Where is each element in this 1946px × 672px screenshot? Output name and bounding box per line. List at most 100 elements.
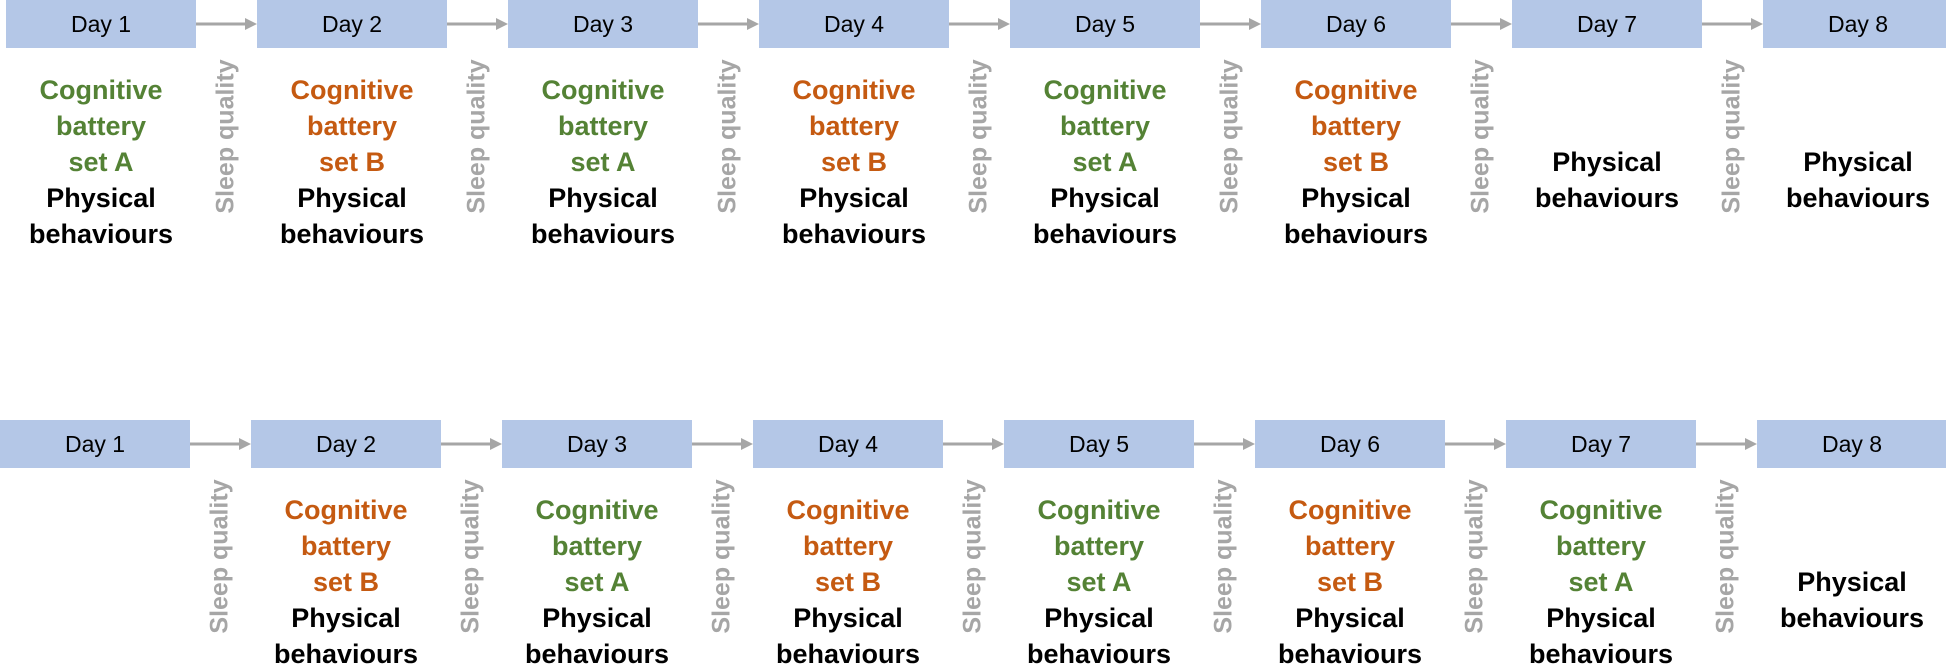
sleep-quality-label: Sleep quality (1216, 58, 1244, 214)
sleep-quality-label: Sleep quality (708, 478, 736, 634)
sleep-quality-label: Sleep quality (1461, 478, 1489, 634)
day-label: Day 5 (1074, 10, 1136, 37)
day-label: Day 2 (315, 430, 377, 457)
day-label: Day 4 (823, 10, 885, 37)
day-label: Day 3 (572, 10, 634, 37)
arrow-right-icon (196, 18, 257, 30)
arrow-right-icon (692, 438, 753, 450)
day-label: Day 7 (1570, 430, 1632, 457)
day-label: Day 7 (1576, 10, 1638, 37)
day-label: Day 1 (64, 430, 126, 457)
day-label: Day 8 (1827, 10, 1889, 37)
sleep-quality-label: Sleep quality (959, 478, 987, 634)
day-label: Day 4 (817, 430, 879, 457)
day-box: Day 6 (1261, 0, 1451, 48)
sleep-quality-label: Sleep quality (457, 478, 485, 634)
sleep-quality-label: Sleep quality (1718, 58, 1746, 214)
arrow-right-icon (190, 438, 251, 450)
arrow-right-icon (441, 438, 502, 450)
day-box: Day 1 (0, 420, 190, 468)
day-label: Day 6 (1319, 430, 1381, 457)
day-box: Day 7 (1506, 420, 1696, 468)
day-label: Day 3 (566, 430, 628, 457)
day-box: Day 6 (1255, 420, 1445, 468)
day-label: Day 8 (1821, 430, 1883, 457)
arrow-right-icon (1445, 438, 1506, 450)
arrow-right-icon (1702, 18, 1763, 30)
arrow-right-icon (1696, 438, 1757, 450)
day-box: Day 7 (1512, 0, 1702, 48)
day-label: Day 6 (1325, 10, 1387, 37)
day-box: Day 8 (1763, 0, 1946, 48)
day-box: Day 5 (1010, 0, 1200, 48)
day-label: Day 2 (321, 10, 383, 37)
day-box: Day 3 (508, 0, 698, 48)
day-box: Day 2 (257, 0, 447, 48)
sleep-quality-label: Sleep quality (965, 58, 993, 214)
sleep-quality-label: Sleep quality (714, 58, 742, 214)
sleep-quality-label: Sleep quality (206, 478, 234, 634)
arrow-right-icon (1451, 18, 1512, 30)
arrow-right-icon (943, 438, 1004, 450)
day-box: Day 3 (502, 420, 692, 468)
day-box: Day 4 (759, 0, 949, 48)
day-label: Day 5 (1068, 430, 1130, 457)
day-label: Day 1 (70, 10, 132, 37)
arrow-right-icon (447, 18, 508, 30)
sleep-quality-label: Sleep quality (463, 58, 491, 214)
arrow-right-icon (1200, 18, 1261, 30)
sleep-quality-label: Sleep quality (212, 58, 240, 214)
day-box: Day 4 (753, 420, 943, 468)
day-box: Day 2 (251, 420, 441, 468)
day-box: Day 8 (1757, 420, 1946, 468)
arrow-right-icon (1194, 438, 1255, 450)
arrow-right-icon (949, 18, 1010, 30)
sleep-quality-label: Sleep quality (1467, 58, 1495, 214)
arrow-right-icon (698, 18, 759, 30)
sleep-quality-label: Sleep quality (1210, 478, 1238, 634)
day-box: Day 1 (6, 0, 196, 48)
